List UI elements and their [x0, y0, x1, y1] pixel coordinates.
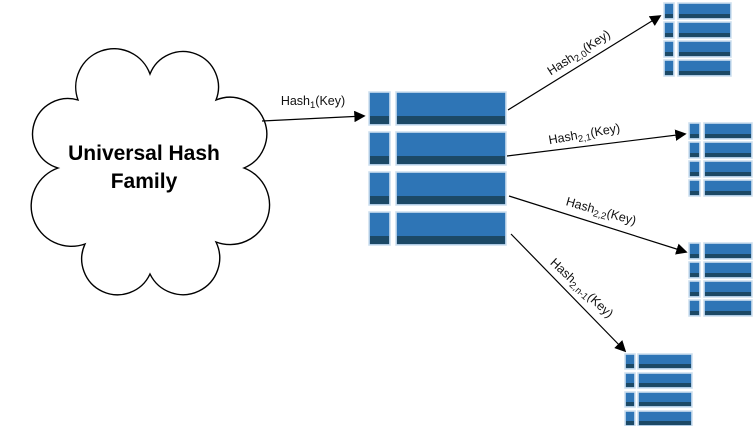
- bucket-table-0-slot-2: [663, 40, 675, 58]
- bucket-table-1: [688, 122, 753, 197]
- bucket-table-n-1-cell-2-stripe: [639, 402, 691, 406]
- bucket-table-2-slot-1: [688, 261, 701, 279]
- bucket-table-0-slot-0-stripe: [665, 14, 673, 18]
- bucket-table-1-slot-0-stripe: [690, 134, 699, 138]
- bucket-table-2: [688, 242, 753, 317]
- bucket-table-0: [663, 2, 732, 77]
- bucket-table-n-1-slot-2: [624, 391, 636, 408]
- bucket-table-n-1-slot-2-stripe: [626, 402, 634, 406]
- primary-table-cell-2-stripe: [397, 196, 505, 204]
- bucket-table-2-cell-3-stripe: [705, 311, 751, 315]
- bucket-table-2-slot-0: [688, 242, 701, 260]
- bucket-table-1-slot-3: [688, 179, 701, 197]
- arrow-hash1: [261, 110, 366, 123]
- bucket-table-1-slot-3-stripe: [690, 191, 699, 195]
- bucket-table-n-1-slot-3: [624, 410, 636, 426]
- bucket-table-n-1-slot-1: [624, 372, 636, 389]
- bucket-table-n-1: [624, 353, 693, 426]
- bucket-table-0-slot-3: [663, 59, 675, 77]
- bucket-table-2-cell-1-stripe: [705, 273, 751, 277]
- edge-label-hash1: Hash1(Key): [281, 94, 345, 111]
- bucket-table-2-slot-1-stripe: [690, 273, 699, 277]
- bucket-table-n-1-slot-0-stripe: [626, 364, 634, 368]
- bucket-table-0-slot-2-stripe: [665, 52, 673, 56]
- bucket-table-1-slot-1-stripe: [690, 153, 699, 157]
- edge-label-hash2-n-1: Hash2,n-1(Key): [545, 255, 616, 322]
- bucket-table-2-slot-3-stripe: [690, 311, 699, 315]
- bucket-table-n-1-slot-3-stripe: [626, 421, 634, 425]
- bucket-table-2-slot-0-stripe: [690, 254, 699, 258]
- bucket-table-1-cell-1-stripe: [705, 153, 751, 157]
- bucket-table-0-slot-0: [663, 2, 675, 20]
- hash-tables: [368, 2, 753, 426]
- cloud-shape: [30, 48, 271, 296]
- bucket-table-2-cell-0-stripe: [705, 254, 751, 258]
- bucket-table-0-cell-0-stripe: [679, 14, 730, 18]
- primary-table-slot-3-stripe: [370, 236, 389, 244]
- bucket-table-0-cell-3-stripe: [679, 71, 730, 75]
- bucket-table-0-slot-1-stripe: [665, 33, 673, 37]
- arrow-hash2-2: [508, 195, 688, 255]
- edge-label-hash2-1: Hash2,1(Key): [547, 121, 621, 150]
- bucket-table-2-cell-2-stripe: [705, 292, 751, 296]
- arrow-hash2-1: [506, 129, 687, 157]
- bucket-table-n-1-slot-1-stripe: [626, 383, 634, 387]
- bucket-table-1-cell-2-stripe: [705, 172, 751, 176]
- bucket-table-n-1-cell-0-stripe: [639, 364, 691, 368]
- bucket-table-n-1-slot-0: [624, 353, 636, 370]
- bucket-table-n-1-cell-1-stripe: [639, 383, 691, 387]
- bucket-table-1-cell-3-stripe: [705, 191, 751, 195]
- bucket-table-1-slot-2-stripe: [690, 172, 699, 176]
- bucket-table-1-cell-0-stripe: [705, 134, 751, 138]
- primary-table-slot-0-stripe: [370, 116, 389, 124]
- bucket-table-1-slot-0: [688, 122, 701, 140]
- primary-table-cell-0-stripe: [397, 116, 505, 124]
- bucket-table-0-cell-2-stripe: [679, 52, 730, 56]
- bucket-table-n-1-cell-3-stripe: [639, 421, 691, 425]
- primary-table-cell-3-stripe: [397, 236, 505, 244]
- bucket-table-2-slot-2: [688, 280, 701, 298]
- bucket-table-2-slot-2-stripe: [690, 292, 699, 296]
- primary-table-cell-1-stripe: [397, 156, 505, 164]
- primary-table: [368, 91, 507, 246]
- arrow-hash2-0: [507, 15, 662, 111]
- bucket-table-2-slot-3: [688, 299, 701, 317]
- primary-table-slot-2-stripe: [370, 196, 389, 204]
- arrow-hash2-n-1: [510, 233, 627, 353]
- bucket-table-1-slot-2: [688, 160, 701, 178]
- edge-label-hash2-0: Hash2,0(Key): [545, 27, 615, 81]
- primary-table-slot-1-stripe: [370, 156, 389, 164]
- cloud-title-line2: Family: [111, 170, 178, 193]
- cloud-title-line1: Universal Hash: [68, 142, 220, 165]
- bucket-table-0-slot-3-stripe: [665, 71, 673, 75]
- bucket-table-0-slot-1: [663, 21, 675, 39]
- bucket-table-0-cell-1-stripe: [679, 33, 730, 37]
- arrows: [261, 15, 688, 353]
- bucket-table-1-slot-1: [688, 141, 701, 159]
